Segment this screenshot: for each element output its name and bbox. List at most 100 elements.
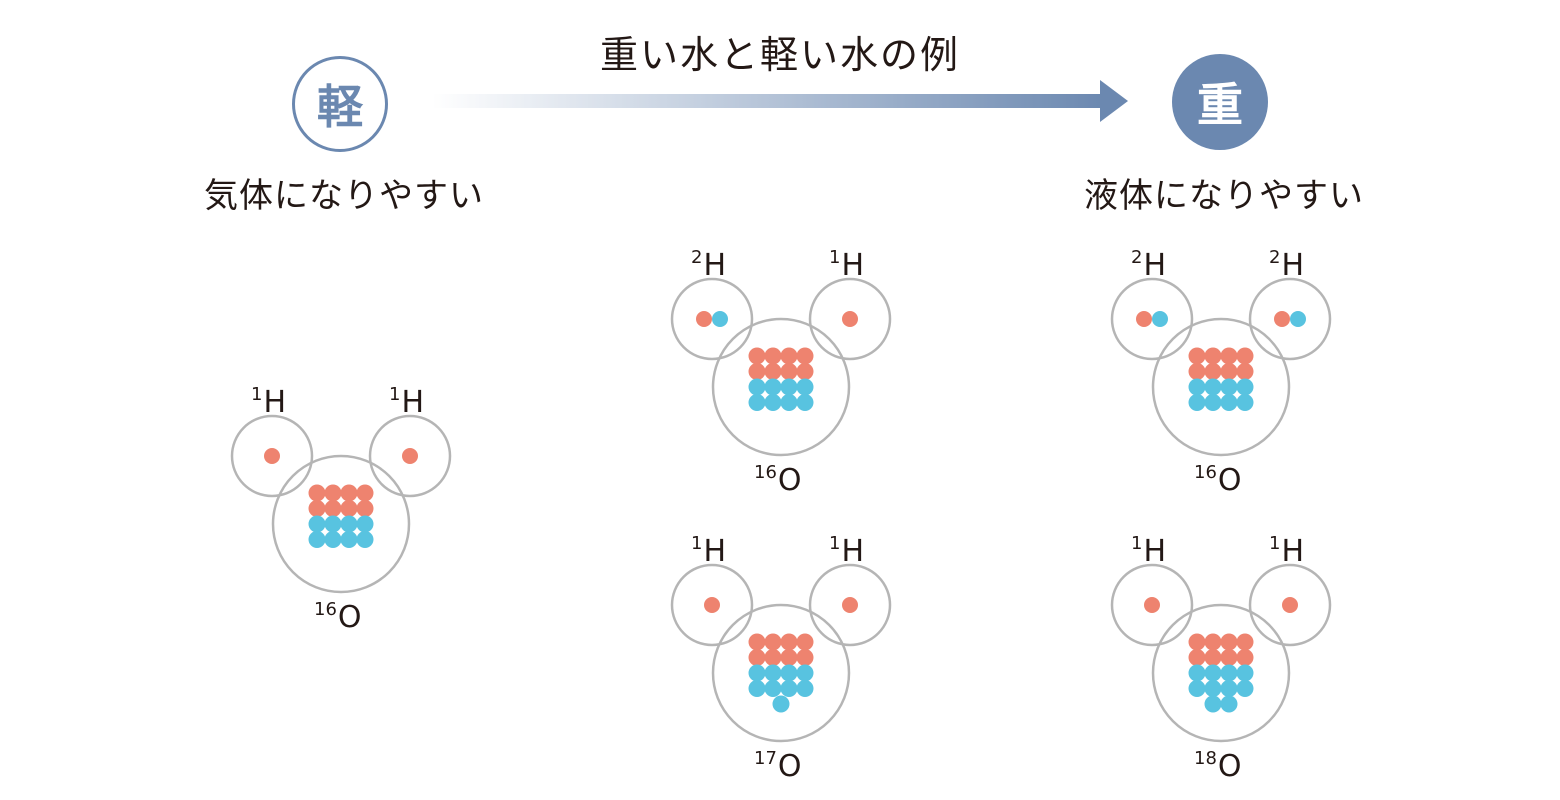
proton-right — [842, 311, 858, 327]
element-symbol: H — [703, 534, 727, 569]
oxygen-neutron — [1220, 378, 1238, 396]
hydrogen-left-label: 1H — [251, 386, 286, 418]
hydrogen-shell-left — [230, 414, 314, 498]
oxygen-neutron — [1236, 394, 1254, 411]
oxygen-neutron — [780, 664, 798, 682]
oxygen-proton — [780, 347, 798, 365]
oxygen-neutron — [1204, 680, 1222, 697]
oxygen-proton — [748, 347, 766, 365]
mass-number: 1 — [691, 533, 703, 554]
oxygen-neutron — [1188, 680, 1206, 697]
proton-left — [704, 597, 720, 613]
light-badge: 軽 — [292, 56, 388, 152]
mass-number: 16 — [314, 599, 337, 620]
oxygen-proton — [748, 633, 766, 651]
hydrogen-shell-left — [1110, 277, 1194, 361]
oxygen-label: 18O — [1194, 750, 1242, 782]
oxygen-proton — [308, 484, 326, 502]
oxygen-neutron — [772, 695, 790, 713]
oxygen-neutron — [780, 394, 798, 411]
oxygen-proton — [764, 363, 782, 380]
oxygen-neutron — [1204, 664, 1222, 682]
oxygen-proton — [780, 633, 798, 651]
oxygen-neutron — [780, 378, 798, 396]
oxygen-proton — [764, 347, 782, 365]
oxygen-shell — [1151, 317, 1291, 457]
hydrogen-right-label: 1H — [1269, 535, 1304, 567]
proton-right — [402, 448, 418, 464]
oxygen-neutron — [1220, 680, 1238, 697]
title-text: 重い水と軽い水の例 — [599, 33, 960, 77]
oxygen-proton — [1188, 649, 1206, 666]
oxygen-proton — [1204, 633, 1222, 651]
element-symbol: H — [1281, 534, 1305, 569]
mass-number: 2 — [1269, 247, 1281, 268]
oxygen-neutron — [796, 394, 814, 411]
oxygen-proton — [748, 649, 766, 666]
oxygen-neutron — [764, 680, 782, 697]
element-symbol: H — [1143, 534, 1167, 569]
oxygen-proton — [1236, 363, 1254, 380]
oxygen-neutron — [308, 515, 326, 533]
neutron-left — [1152, 311, 1168, 327]
mass-number: 1 — [389, 384, 401, 405]
oxygen-neutron — [340, 531, 358, 548]
oxygen-neutron — [1220, 695, 1238, 713]
oxygen-neutron — [748, 680, 766, 697]
oxygen-label: 16O — [1194, 464, 1242, 496]
oxygen-neutron — [748, 664, 766, 682]
oxygen-proton — [1188, 347, 1206, 365]
oxygen-proton — [356, 500, 374, 517]
element-symbol: H — [841, 534, 865, 569]
mass-number: 16 — [1194, 462, 1217, 483]
oxygen-neutron — [796, 378, 814, 396]
oxygen-neutron — [1204, 394, 1222, 411]
arrow-head-icon — [1100, 80, 1128, 122]
hydrogen-shell-left — [670, 277, 754, 361]
hydrogen-right-label: 1H — [829, 535, 864, 567]
oxygen-proton — [796, 363, 814, 380]
proton-left — [264, 448, 280, 464]
element-symbol: O — [1217, 463, 1242, 498]
oxygen-proton — [324, 500, 342, 517]
oxygen-shell — [711, 317, 851, 457]
oxygen-proton — [780, 649, 798, 666]
oxygen-neutron — [748, 378, 766, 396]
neutron-right — [1290, 311, 1306, 327]
oxygen-label: 16O — [314, 601, 362, 633]
oxygen-proton — [1204, 363, 1222, 380]
oxygen-proton — [764, 633, 782, 651]
oxygen-neutron — [764, 378, 782, 396]
oxygen-neutron — [1188, 394, 1206, 411]
mass-number: 17 — [754, 748, 777, 769]
oxygen-neutron — [340, 515, 358, 533]
element-symbol: H — [703, 248, 727, 283]
oxygen-neutron — [324, 531, 342, 548]
proton-right — [1274, 311, 1290, 327]
oxygen-proton — [748, 363, 766, 380]
proton-right — [842, 597, 858, 613]
element-symbol: H — [1281, 248, 1305, 283]
hydrogen-shell-right — [1248, 277, 1332, 361]
hydrogen-left-label: 2H — [1131, 249, 1166, 281]
oxygen-proton — [1188, 363, 1206, 380]
mass-number: 2 — [1131, 247, 1143, 268]
element-symbol: H — [263, 385, 287, 420]
light-symbol: 軽 — [317, 80, 363, 134]
oxygen-proton — [1204, 347, 1222, 365]
oxygen-proton — [1236, 649, 1254, 666]
hydrogen-shell-left — [670, 563, 754, 647]
oxygen-neutron — [1188, 664, 1206, 682]
hydrogen-left-label: 1H — [1131, 535, 1166, 567]
oxygen-proton — [308, 500, 326, 517]
oxygen-neutron — [356, 531, 374, 548]
element-symbol: H — [401, 385, 425, 420]
oxygen-neutron — [324, 515, 342, 533]
mass-number: 16 — [754, 462, 777, 483]
oxygen-neutron — [764, 394, 782, 411]
oxygen-neutron — [1188, 378, 1206, 396]
element-symbol: H — [841, 248, 865, 283]
oxygen-neutron — [1236, 664, 1254, 682]
oxygen-proton — [1220, 363, 1238, 380]
